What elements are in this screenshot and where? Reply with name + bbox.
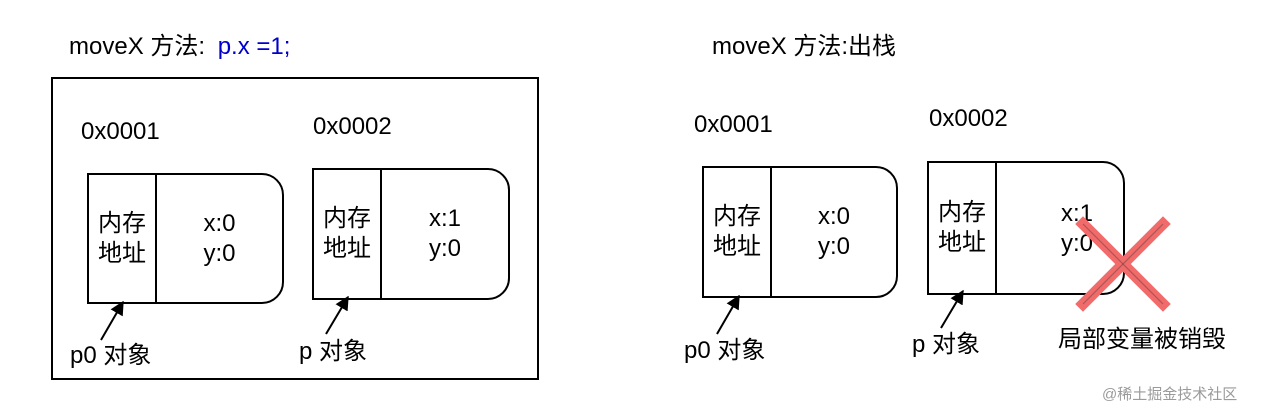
field-values: x:0 y:0 — [772, 168, 896, 296]
cell-divider — [380, 170, 382, 298]
cell-divider — [770, 168, 772, 296]
pointer-arrow-p — [940, 289, 964, 329]
y-value: y:0 — [428, 235, 461, 262]
left-heading: moveX 方法: p.x =1; — [69, 33, 290, 61]
destroyed-cross-icon — [1075, 216, 1171, 312]
field-values: x:0 y:0 — [157, 175, 282, 302]
method-stack-frame — [51, 77, 539, 380]
left-pointer-label-p: p 对象 — [299, 338, 368, 365]
left-object-cell-p: 内存 地址 x:1 y:0 — [312, 168, 510, 300]
left-heading-prefix: moveX 方法: — [69, 33, 206, 60]
left-address-2: 0x0002 — [313, 113, 392, 140]
left-address-1: 0x0001 — [81, 118, 160, 145]
memory-address-label: 内存 地址 — [323, 205, 371, 262]
memory-address-label: 内存 地址 — [938, 199, 986, 256]
watermark: @稀土掘金技术社区 — [1102, 386, 1238, 403]
y-value: y:0 — [203, 239, 236, 267]
right-address-2: 0x0002 — [929, 105, 1008, 132]
memory-address-label: 内存 地址 — [98, 209, 146, 267]
right-pointer-label-p0: p0 对象 — [684, 337, 766, 364]
cell-divider — [995, 163, 997, 293]
pointer-arrow-p0 — [100, 300, 124, 341]
x-value: x:0 — [817, 203, 850, 230]
x-value: x:1 — [428, 205, 461, 232]
right-pointer-label-p: p 对象 — [912, 331, 981, 358]
memory-address-label: 内存 地址 — [713, 203, 761, 260]
left-object-cell-p0: 内存 地址 x:0 y:0 — [87, 173, 284, 304]
pointer-arrow-p0 — [716, 294, 740, 335]
cell-divider — [155, 175, 157, 302]
x-value: x:0 — [203, 209, 236, 237]
right-heading: moveX 方法:出栈 — [712, 33, 897, 60]
field-values: x:1 y:0 — [382, 170, 508, 298]
pointer-arrow-p — [325, 295, 349, 335]
right-object-cell-p0: 内存 地址 x:0 y:0 — [702, 166, 898, 298]
left-pointer-label-p0: p0 对象 — [70, 342, 152, 369]
left-heading-code: p.x =1; — [217, 33, 291, 60]
right-address-1: 0x0001 — [694, 111, 773, 138]
destroyed-note: 局部变量被销毁 — [1058, 326, 1226, 353]
y-value: y:0 — [817, 233, 850, 260]
